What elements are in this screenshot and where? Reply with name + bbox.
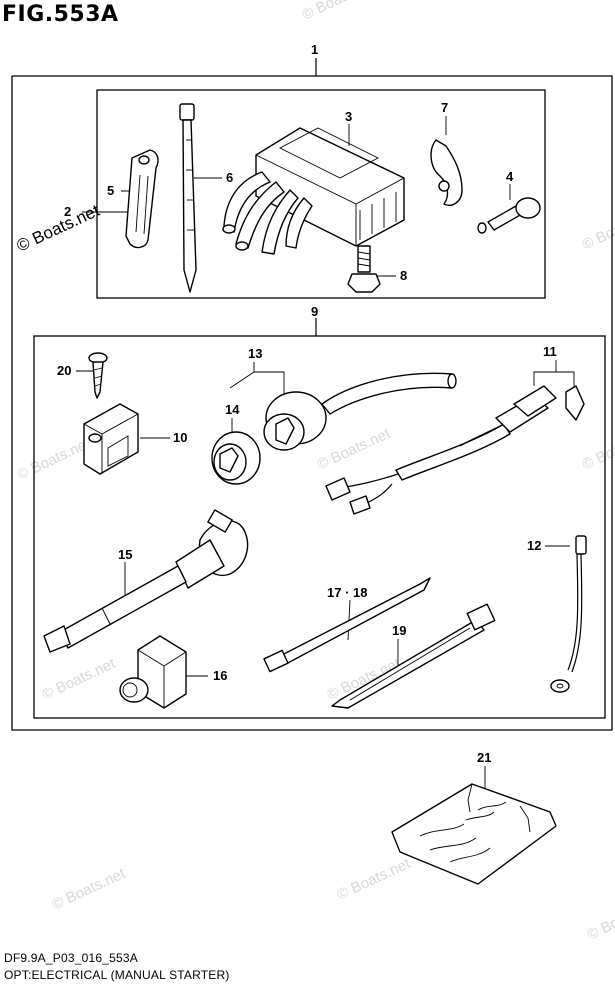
callout-10: 10 <box>173 430 187 445</box>
watermark: © Boats.net <box>580 425 615 474</box>
watermark: © Boats.net <box>50 865 129 914</box>
watermark: © Boats.net <box>40 655 119 704</box>
callout-15: 15 <box>118 547 132 562</box>
watermark: © Boats.net <box>15 435 94 484</box>
callout-11: 11 <box>543 344 557 359</box>
callout-21: 21 <box>477 750 491 765</box>
callout-6: 6 <box>226 170 233 185</box>
part-2-5-bracket <box>125 149 159 249</box>
callout-1: 1 <box>311 42 318 57</box>
watermark: © Boats.net <box>580 205 615 254</box>
callout-14: 14 <box>225 402 240 417</box>
figure-code: DF9.9A_P03_016_553A <box>4 951 138 965</box>
callout-9: 9 <box>311 304 318 319</box>
part-15-sensor <box>43 509 249 653</box>
watermark: © Boats.net <box>335 855 414 904</box>
callout-20: 20 <box>57 363 71 378</box>
callout-16: 16 <box>213 668 227 683</box>
part-8-bolt <box>347 245 381 293</box>
part-4-pin <box>477 197 541 234</box>
part-13-14-connectors <box>211 372 457 485</box>
watermark: © Boats.net <box>315 425 394 474</box>
callout-12: 12 <box>527 538 541 553</box>
figure-title: FIG.553A <box>2 2 119 27</box>
part-17-18-cable-tie <box>263 577 431 673</box>
part-19-cable-tie <box>331 603 496 709</box>
callout-7: 7 <box>441 100 448 115</box>
figure-caption: OPT:ELECTRICAL (MANUAL STARTER) <box>4 968 230 982</box>
callout-17-18: 17 · 18 <box>327 585 367 600</box>
callout-5: 5 <box>107 183 114 198</box>
part-10-clamp <box>83 403 139 475</box>
callout-13: 13 <box>248 346 262 361</box>
part-7-clip <box>430 139 463 206</box>
callout-3: 3 <box>345 109 352 124</box>
watermark: © Boats.net <box>585 895 615 944</box>
part-16-grommet <box>119 635 187 709</box>
part-3-regulator <box>222 127 405 255</box>
watermark: © Boats.net <box>300 0 379 24</box>
callout-8: 8 <box>400 268 407 283</box>
assembly-frame <box>11 58 613 731</box>
callouts: 1 2 3 4 5 6 7 8 9 10 11 12 13 14 15 16 1… <box>57 42 557 765</box>
callout-19: 19 <box>392 623 406 638</box>
part-21-bag <box>391 783 557 885</box>
part-12-ground-lead <box>550 535 587 693</box>
part-6-cable-tie <box>179 103 197 293</box>
watermark-main: © Boats.net <box>14 201 103 256</box>
callout-4: 4 <box>506 169 514 184</box>
callout-2: 2 <box>64 204 71 219</box>
part-20-screw <box>88 352 108 399</box>
part-11-fuse-harness <box>325 385 585 515</box>
